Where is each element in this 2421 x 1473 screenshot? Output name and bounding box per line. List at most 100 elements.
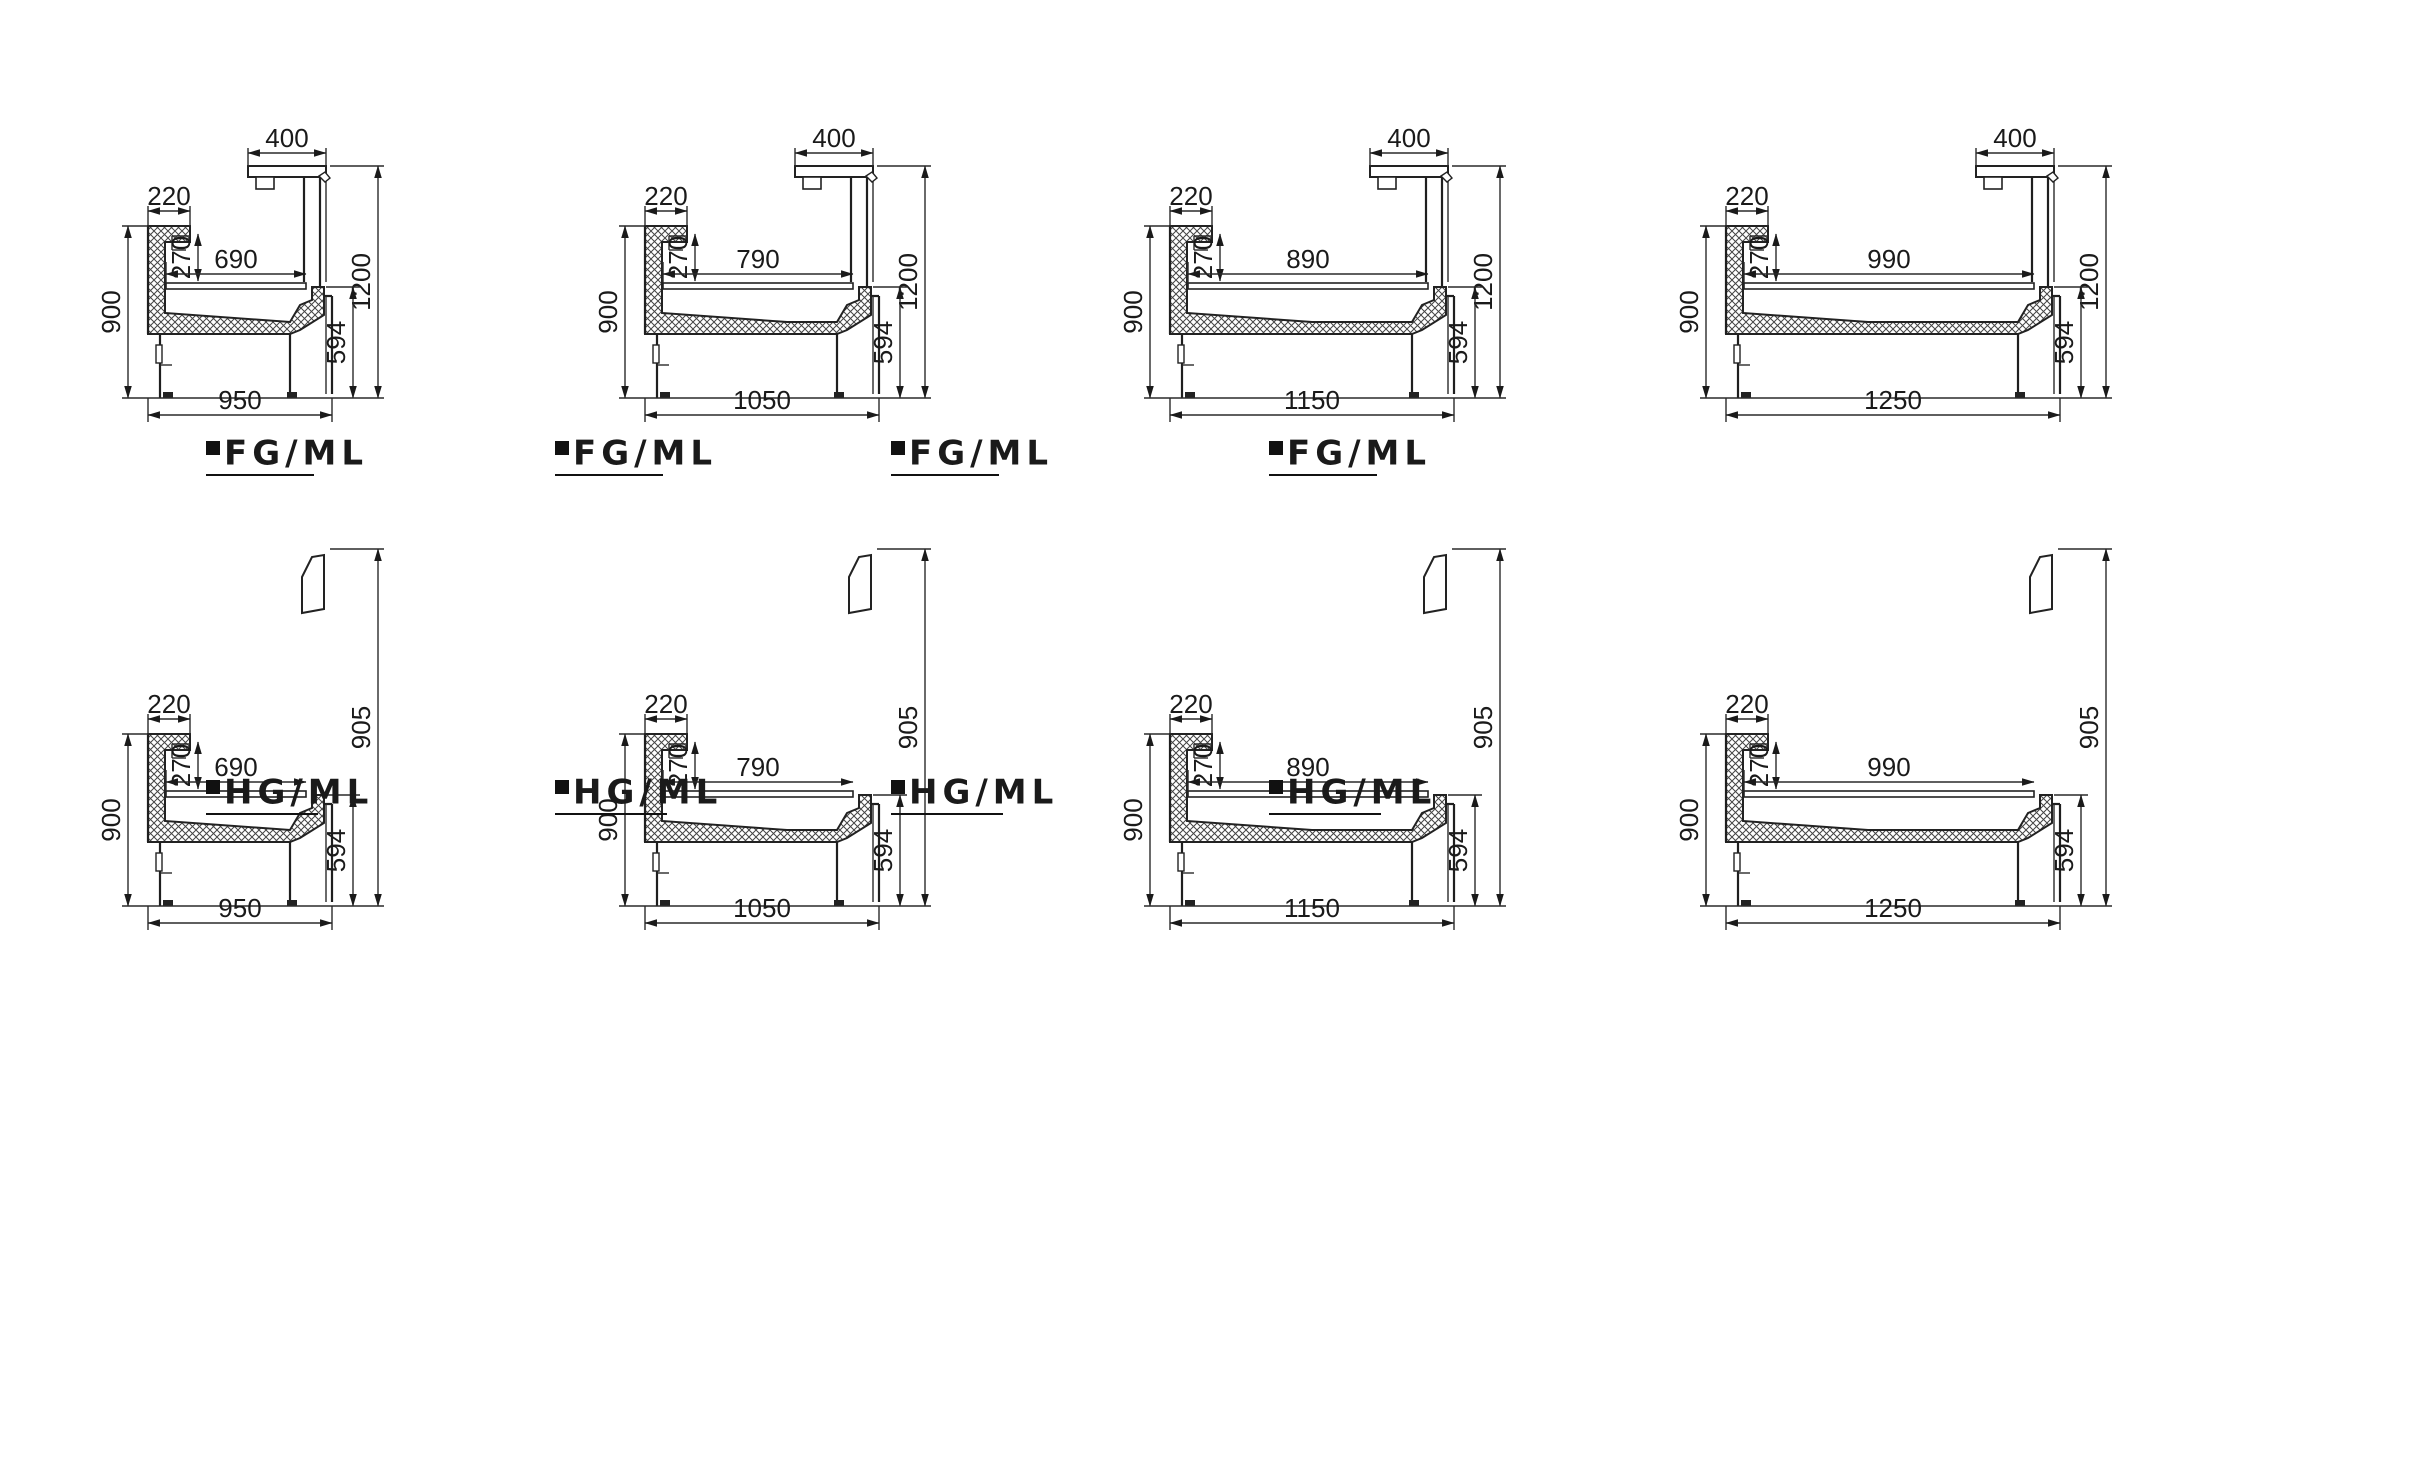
dim-top-depth-value: 220 — [147, 689, 190, 719]
dim-counter-height: 900 — [96, 733, 132, 907]
dim-base-height: 594 — [868, 286, 904, 399]
dim-canopy-width-value: 400 — [812, 123, 855, 153]
dim-base-height-value: 594 — [2049, 321, 2079, 364]
dim-top-depth-value: 220 — [147, 181, 190, 211]
dim-total-width: 1050 — [644, 893, 880, 927]
dim-counter-height: 900 — [1118, 225, 1154, 399]
model-label-text: FG/ML — [909, 434, 1053, 474]
foot-right — [1409, 392, 1419, 398]
foot-right — [2015, 900, 2025, 906]
dim-total-width-value: 1050 — [733, 385, 791, 415]
dim-gap-value: 270 — [1744, 744, 1774, 787]
dim-shelf-depth: 890 — [1187, 244, 1429, 278]
dim-canopy-width: 400 — [247, 123, 327, 157]
cabinet-vent — [1733, 852, 1741, 872]
dim-canopy-width-value: 400 — [1993, 123, 2036, 153]
canopy-hinge — [2045, 171, 2059, 183]
dim-total-height-value: 905 — [893, 706, 923, 749]
dim-counter-height: 900 — [1674, 225, 1710, 399]
foot-left — [660, 900, 670, 906]
foot-right — [287, 900, 297, 906]
dim-base-height-value: 594 — [321, 829, 351, 872]
dim-total-width-value: 1150 — [1284, 385, 1340, 415]
dim-counter-height: 900 — [1118, 733, 1154, 907]
insulated-tub — [1725, 225, 2053, 335]
canopy-top — [794, 165, 874, 178]
dim-total-height-value: 1200 — [1468, 253, 1498, 311]
sneeze-glass — [1423, 553, 1447, 615]
dim-total-width-value: 950 — [218, 893, 261, 923]
dim-base-height-value: 594 — [1443, 829, 1473, 872]
dim-shelf-depth-value: 790 — [736, 244, 779, 274]
canopy-light — [1983, 176, 2003, 190]
label-square-icon — [555, 780, 569, 794]
dim-top-depth: 220 — [644, 181, 688, 215]
dim-counter-height: 900 — [593, 733, 629, 907]
insulated-tub — [147, 733, 325, 843]
foot-left — [1185, 392, 1195, 398]
dim-total-width: 1250 — [1725, 893, 2061, 927]
model-label-text: HG/ML — [573, 773, 722, 813]
dim-shelf-depth-value: 690 — [214, 244, 257, 274]
foot-left — [1741, 900, 1751, 906]
dim-base-height: 594 — [2049, 286, 2085, 399]
model-label-fg-1: FG/ML — [555, 434, 712, 476]
dim-gap-value: 270 — [1188, 236, 1218, 279]
dim-total-width-value: 1250 — [1864, 893, 1922, 923]
dim-shelf-depth-value: 690 — [214, 752, 257, 782]
dim-canopy-width: 400 — [794, 123, 874, 157]
cabinet-vent — [1177, 344, 1185, 364]
dim-shelf-depth-value: 790 — [736, 752, 779, 782]
dim-total-width: 1250 — [1725, 385, 2061, 419]
foot-right — [2015, 392, 2025, 398]
model-label-text: FG/ML — [224, 434, 368, 474]
dim-base-height-value: 594 — [868, 321, 898, 364]
dim-counter-height-value: 900 — [1118, 798, 1148, 841]
dim-base-height-value: 594 — [2049, 829, 2079, 872]
model-label-fg-2: FG/ML — [891, 434, 1053, 476]
label-square-icon — [555, 441, 569, 455]
canopy-top — [1369, 165, 1449, 178]
dim-base-height: 594 — [2049, 794, 2085, 907]
dim-total-height-value: 1200 — [893, 253, 923, 311]
foot-left — [660, 392, 670, 398]
foot-right — [287, 392, 297, 398]
dim-canopy-width-value: 400 — [265, 123, 308, 153]
dim-canopy-width-value: 400 — [1387, 123, 1430, 153]
label-square-icon — [1269, 441, 1283, 455]
dim-total-height: 1200 — [893, 165, 929, 399]
label-square-icon — [206, 441, 220, 455]
dim-top-depth: 220 — [147, 181, 191, 215]
cabinet-vent — [652, 344, 660, 364]
dim-base-height-value: 594 — [1443, 321, 1473, 364]
model-label-text: HG/ML — [1287, 773, 1436, 813]
dim-shelf-depth: 990 — [1743, 244, 2035, 278]
model-label-text: HG/ML — [909, 773, 1058, 813]
dim-total-height: 905 — [2074, 548, 2110, 907]
canopy-top — [247, 165, 327, 178]
foot-right — [1409, 900, 1419, 906]
dim-shelf-depth: 690 — [165, 244, 307, 278]
dim-top-depth-value: 220 — [1169, 181, 1212, 211]
dim-base-height: 594 — [1443, 286, 1479, 399]
dim-total-width-value: 1050 — [733, 893, 791, 923]
cabinet-vent — [1177, 852, 1185, 872]
model-label-fg-3: FG/ML — [1269, 434, 1426, 476]
dim-gap-value: 270 — [1188, 744, 1218, 787]
label-square-icon — [1269, 780, 1283, 794]
display-shelf — [1743, 790, 2035, 798]
dim-canopy-width: 400 — [1975, 123, 2055, 157]
dim-shelf-depth: 790 — [662, 752, 854, 786]
display-shelf — [1187, 790, 1429, 798]
dim-top-depth: 220 — [1169, 689, 1213, 723]
dim-base-height: 594 — [321, 794, 357, 907]
label-square-icon — [891, 780, 905, 794]
dim-shelf-depth-value: 990 — [1867, 244, 1910, 274]
dim-top-depth-value: 220 — [644, 689, 687, 719]
dim-top-depth: 220 — [644, 689, 688, 723]
model-label-fg-0: FG/ML — [206, 434, 368, 476]
